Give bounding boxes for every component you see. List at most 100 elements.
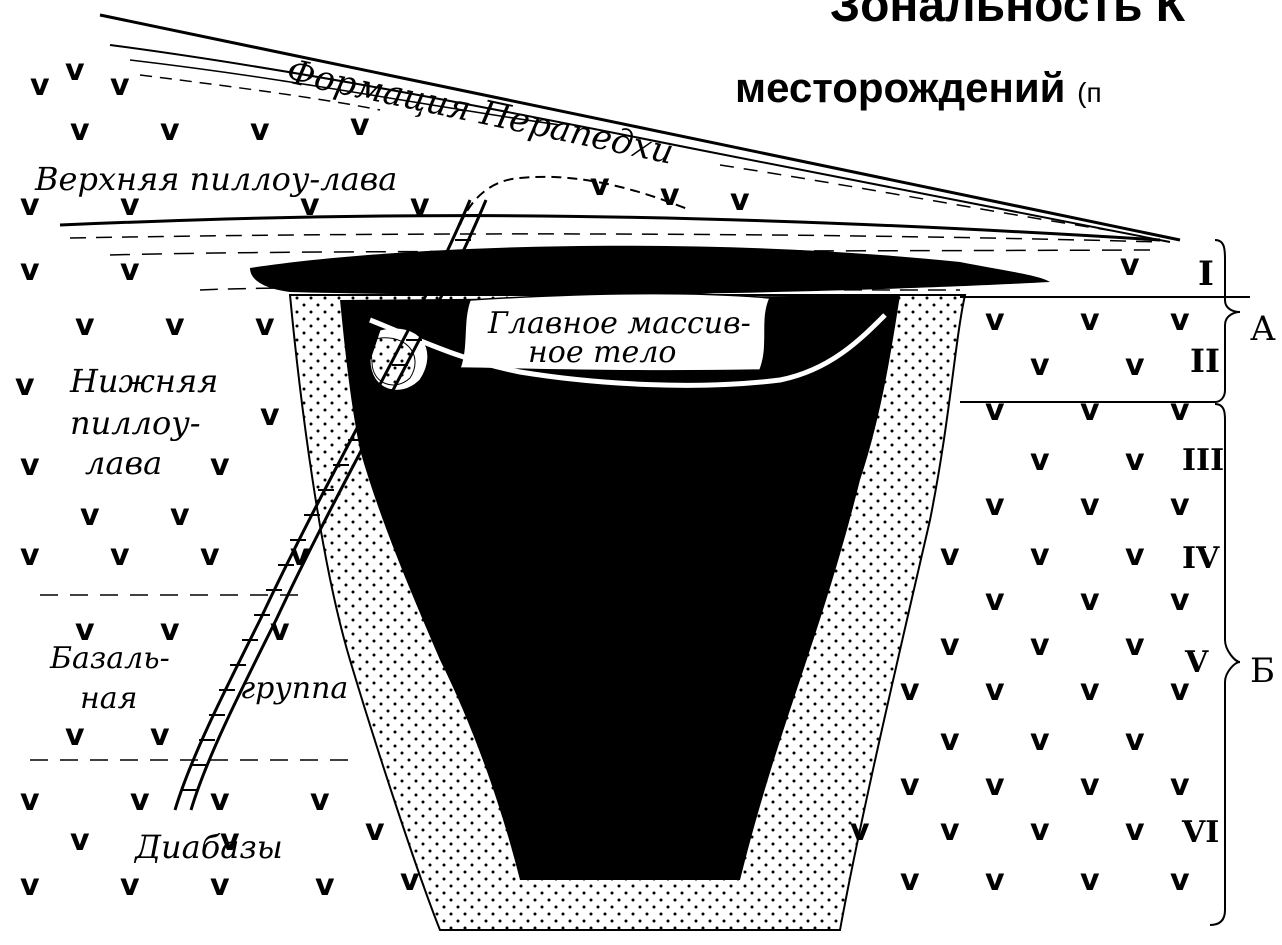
basalt-v-mark: v — [985, 673, 1005, 708]
label-upper-pillow-lava: Верхняя пиллоу-лава — [34, 160, 397, 198]
label-diabase: Диабазы — [133, 828, 283, 866]
basalt-v-mark: v — [1030, 348, 1050, 383]
zone-label-5: V — [1184, 645, 1209, 680]
basalt-v-mark: v — [160, 113, 180, 148]
basalt-v-mark: v — [250, 113, 270, 148]
basalt-v-mark: v — [210, 783, 230, 818]
zone-label-3: III — [1182, 443, 1224, 478]
basalt-v-mark: v — [20, 868, 40, 903]
basalt-v-mark: v — [900, 768, 920, 803]
basalt-v-mark: v — [120, 253, 140, 288]
slide-title-line1: Зональность К — [830, 0, 1185, 33]
slide-title-line2-paren: (п — [1077, 77, 1102, 108]
basalt-v-mark: v — [410, 188, 430, 223]
basalt-v-mark: v — [20, 253, 40, 288]
label-perapedhi: Формация Перапедхи — [283, 52, 677, 173]
label-lower-pillow-line1: Нижняя — [69, 362, 218, 400]
basalt-v-mark: v — [985, 863, 1005, 898]
basalt-v-mark: v — [1125, 813, 1145, 848]
zone-label-1: I — [1198, 254, 1214, 294]
basalt-v-mark: v — [20, 783, 40, 818]
basalt-v-mark: v — [365, 813, 385, 848]
basalt-v-mark: v — [165, 308, 185, 343]
basalt-v-mark: v — [1125, 348, 1145, 383]
basalt-v-mark: v — [15, 368, 35, 403]
basalt-v-mark: v — [315, 868, 335, 903]
basalt-v-mark: v — [260, 398, 280, 433]
basalt-v-mark: v — [1080, 863, 1100, 898]
zone-group-a: А — [1250, 309, 1276, 349]
basalt-v-mark: v — [1030, 723, 1050, 758]
basalt-v-mark: v — [290, 538, 310, 573]
basalt-v-mark: v — [65, 53, 85, 88]
slide-title-line2-bold: месторождений — [735, 64, 1065, 111]
basalt-v-mark: v — [170, 498, 190, 533]
basalt-v-mark: v — [80, 498, 100, 533]
basalt-v-mark: v — [1120, 248, 1140, 283]
basalt-v-mark: v — [20, 448, 40, 483]
basalt-v-mark: v — [400, 863, 420, 898]
basalt-v-mark: v — [70, 113, 90, 148]
basalt-v-mark: v — [985, 488, 1005, 523]
basalt-v-mark: v — [1170, 303, 1190, 338]
basalt-v-mark: v — [255, 308, 275, 343]
basalt-v-mark: v — [1125, 538, 1145, 573]
basalt-v-mark: v — [985, 303, 1005, 338]
basalt-v-mark: v — [130, 783, 150, 818]
basalt-v-mark: v — [1030, 628, 1050, 663]
basalt-v-mark: v — [1125, 628, 1145, 663]
zone-label-2: II — [1190, 342, 1220, 380]
basalt-v-mark: v — [730, 183, 750, 218]
label-basal-line3: группа — [240, 671, 348, 706]
basalt-v-mark: v — [110, 538, 130, 573]
basalt-v-mark: v — [1125, 443, 1145, 478]
basalt-v-mark: v — [120, 868, 140, 903]
basalt-v-mark: v — [1170, 488, 1190, 523]
basalt-v-mark: v — [350, 108, 370, 143]
basalt-v-mark: v — [985, 768, 1005, 803]
label-basal-line2: ная — [80, 681, 138, 716]
basalt-v-mark: v — [1080, 488, 1100, 523]
label-basal-line1: Базаль- — [49, 641, 170, 676]
basalt-v-mark: v — [850, 813, 870, 848]
basalt-v-mark: v — [590, 168, 610, 203]
basalt-v-mark: v — [20, 538, 40, 573]
zone-group-b: Б — [1250, 651, 1275, 691]
basalt-v-mark: v — [985, 393, 1005, 428]
slide-title-line2: месторождений (п — [735, 64, 1102, 112]
basalt-v-mark: v — [1030, 538, 1050, 573]
basalt-v-mark: v — [1080, 303, 1100, 338]
basalt-v-mark: v — [940, 813, 960, 848]
basalt-v-mark: v — [65, 718, 85, 753]
zone-label-4: IV — [1182, 541, 1220, 576]
basalt-v-mark: v — [1125, 723, 1145, 758]
basalt-v-mark: v — [900, 863, 920, 898]
basalt-v-mark: v — [110, 68, 130, 103]
basalt-v-mark: v — [150, 718, 170, 753]
basalt-v-mark: v — [1080, 583, 1100, 618]
basalt-v-mark: v — [1170, 768, 1190, 803]
basalt-v-mark: v — [30, 68, 50, 103]
basalt-v-mark: v — [940, 538, 960, 573]
basalt-v-mark: v — [940, 723, 960, 758]
basalt-v-mark: v — [1080, 768, 1100, 803]
basalt-v-mark: v — [1030, 443, 1050, 478]
basalt-v-mark: v — [940, 628, 960, 663]
basalt-v-mark: v — [900, 673, 920, 708]
label-lower-pillow-line3: лава — [85, 444, 162, 482]
basalt-v-mark: v — [1170, 863, 1190, 898]
basalt-v-mark: v — [210, 448, 230, 483]
basalt-v-mark: v — [75, 308, 95, 343]
basalt-v-mark: v — [985, 583, 1005, 618]
zone-label-6: VI — [1181, 815, 1219, 850]
basalt-v-mark: v — [70, 823, 90, 858]
basalt-v-mark: v — [1170, 393, 1190, 428]
basalt-v-mark: v — [1080, 393, 1100, 428]
basalt-v-mark: v — [310, 783, 330, 818]
basalt-v-mark: v — [1080, 673, 1100, 708]
basalt-v-mark: v — [1030, 813, 1050, 848]
basalt-v-mark: v — [200, 538, 220, 573]
label-main-body-line2: ное тело — [528, 335, 676, 370]
